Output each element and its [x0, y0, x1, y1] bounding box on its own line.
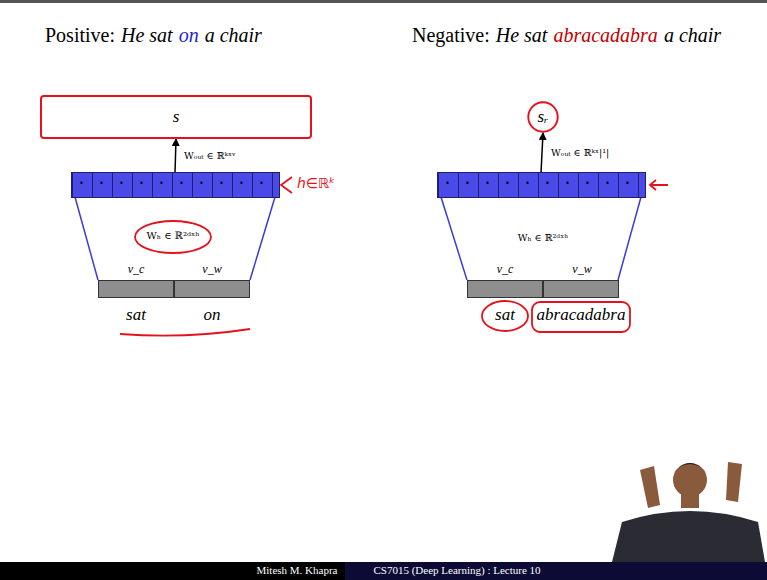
- handwritten-note: h∈ℝᵏ: [297, 175, 335, 192]
- hidden-layer: . . . . . . . . . .: [72, 173, 279, 197]
- input-word: sat: [126, 305, 146, 325]
- footer-text: Mitesh M. Khapra: [257, 564, 338, 577]
- sentence-word: on: [179, 24, 199, 47]
- sentence-word: abracadabra: [553, 24, 657, 47]
- unit-dots: . . . . . . . . . .: [443, 173, 645, 187]
- footer-bar: [345, 562, 767, 580]
- red-ink-ellipse: [482, 301, 528, 331]
- weight-label: Wₒᵤₜ ∈ ℝᵏˣᵛ: [182, 150, 238, 161]
- unit-dots: . . . . . . . . . .: [77, 173, 279, 187]
- sentence-part: a chair: [664, 24, 721, 47]
- trapezoid-side: [441, 197, 467, 280]
- input-word: sat: [495, 305, 515, 325]
- connector-arrow: [541, 133, 543, 173]
- heading-word: Positive:: [45, 24, 115, 47]
- heading-row: Negative: He satabracadabra a chair: [412, 24, 727, 47]
- heading-word: Negative:: [412, 24, 490, 47]
- output-score: sᵣ: [538, 107, 549, 127]
- trapezoid-side: [75, 197, 98, 280]
- red-ink-arrow: [650, 180, 668, 190]
- footer-bar: [0, 562, 345, 580]
- red-ink-box: [532, 302, 630, 332]
- output-score: s: [173, 107, 180, 127]
- sentence-part: He sat: [496, 24, 548, 47]
- vector-label: v_w: [202, 262, 221, 276]
- weight-label: Wₕ ∈ ℝ²ᵈˣʰ: [518, 232, 569, 243]
- input-cell: sat: [98, 280, 174, 298]
- weight-label: Wₒᵤₜ ∈ ℝᵏˣ|¹|: [549, 147, 611, 158]
- presenter-figure: [612, 462, 765, 562]
- sentence-part: He sat: [121, 24, 173, 47]
- input-cell: sat: [467, 280, 543, 298]
- red-ink-arrowhead: [281, 177, 292, 193]
- vector-label: v_w: [572, 262, 591, 276]
- footer-text: CS7015 (Deep Learning) : Lecture 10: [373, 564, 540, 577]
- red-ink-ellipse: [135, 221, 211, 253]
- red-ink-underline: [120, 329, 250, 336]
- connector-arrow: [175, 139, 176, 173]
- output-circle: sᵣ: [527, 101, 559, 133]
- input-word: abracadabra: [537, 305, 626, 325]
- weight-label: Wₕ ∈ ℝ²ᵈˣʰ: [146, 230, 199, 242]
- heading-row: Positive: He sat on a chair: [45, 24, 268, 47]
- vector-label: v_c: [497, 262, 514, 276]
- input-cell: abracadabra: [543, 280, 619, 298]
- hidden-layer: . . . . . . . . . .: [438, 173, 645, 197]
- sentence-part: a chair: [205, 24, 262, 47]
- vector-label: v_c: [128, 262, 145, 276]
- top-rule: [0, 0, 767, 3]
- output-box: s: [40, 95, 312, 139]
- input-cell: on: [174, 280, 250, 298]
- trapezoid-side: [618, 197, 641, 280]
- trapezoid-side: [250, 197, 275, 280]
- circle-outline-shape: [528, 102, 557, 131]
- input-word: on: [204, 305, 221, 325]
